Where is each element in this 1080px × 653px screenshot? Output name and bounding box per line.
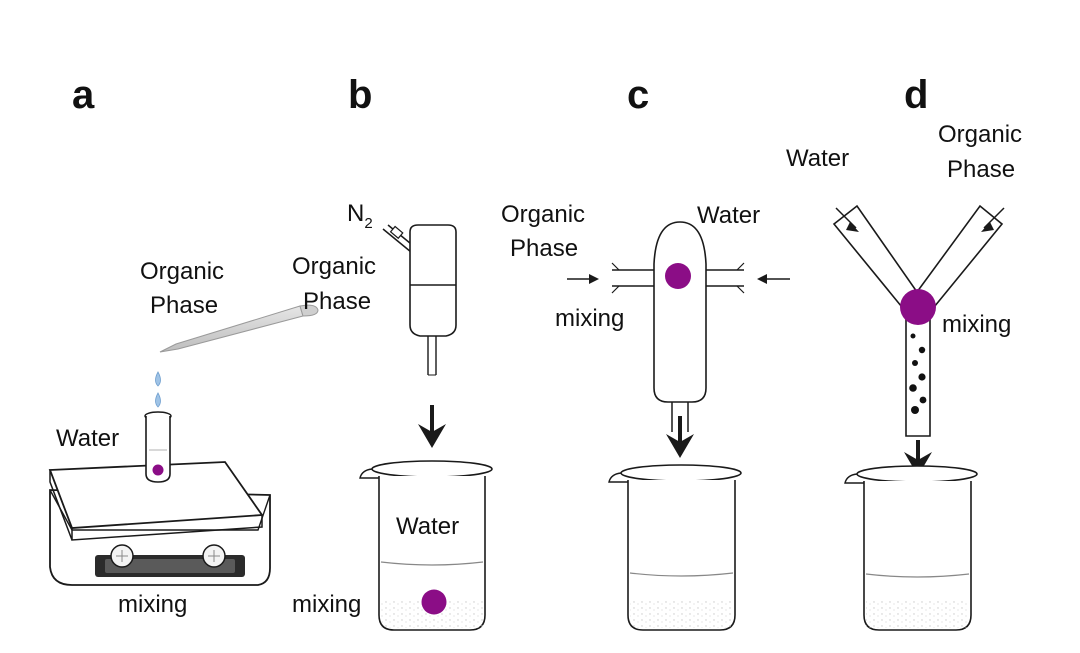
- addition-funnel: [409, 224, 457, 376]
- panel-b: b N2 Organic Phase: [292, 73, 493, 631]
- arrow-down-icon: [666, 416, 694, 458]
- y-mixer: [832, 204, 1005, 437]
- water-label-d: Water: [786, 145, 849, 172]
- particle-dot: [665, 263, 691, 289]
- mixing-label-d: mixing: [942, 311, 1011, 338]
- arrow-left-icon: [757, 274, 790, 284]
- n2-label: N2: [347, 200, 373, 232]
- particle-dot: [421, 589, 447, 615]
- pipette: [159, 304, 319, 353]
- arrow-down-icon: [418, 405, 446, 448]
- panel-letter-a: a: [72, 73, 95, 117]
- mixing-chamber: [611, 221, 745, 432]
- mixing-label-b: mixing: [292, 591, 361, 618]
- particle-dot: [909, 384, 917, 392]
- particle-dot: [910, 333, 916, 339]
- particle-dot: [912, 360, 918, 366]
- organic-phase-label-d: Organic Phase: [938, 121, 1029, 183]
- arrow-down-icon: [904, 440, 932, 476]
- mixing-label-a: mixing: [118, 591, 187, 618]
- beaker: [844, 465, 978, 631]
- beaker: [608, 464, 742, 631]
- panel-c: c Organic Phase Water: [501, 73, 790, 631]
- panel-a: a Organic Phase: [48, 73, 319, 618]
- mixing-label-c: mixing: [555, 305, 624, 332]
- water-label-c: Water: [697, 202, 760, 229]
- water-label-b: Water: [396, 513, 459, 540]
- panel-letter-d: d: [904, 73, 928, 117]
- water-label-a: Water: [56, 425, 119, 452]
- panel-letter-c: c: [627, 73, 649, 117]
- magnetic-stirrer: [48, 461, 271, 586]
- test-tube: [144, 411, 172, 483]
- panel-letter-b: b: [348, 73, 372, 117]
- particle-dot: [918, 346, 926, 354]
- particle-dot: [900, 289, 936, 325]
- particle-dot: [919, 396, 927, 404]
- arrow-right-icon: [567, 274, 599, 284]
- particle-dot: [918, 373, 926, 381]
- particle-dot: [152, 464, 164, 476]
- beaker: [359, 460, 493, 631]
- panel-d: d Water Organic Phase mixing: [786, 73, 1029, 631]
- organic-phase-label-c: Organic Phase: [501, 201, 592, 262]
- water-droplet-icons: [155, 371, 161, 408]
- organic-phase-label-b: Organic Phase: [292, 253, 383, 315]
- organic-phase-label-a: Organic Phase: [140, 258, 231, 319]
- particle-dot: [911, 406, 919, 414]
